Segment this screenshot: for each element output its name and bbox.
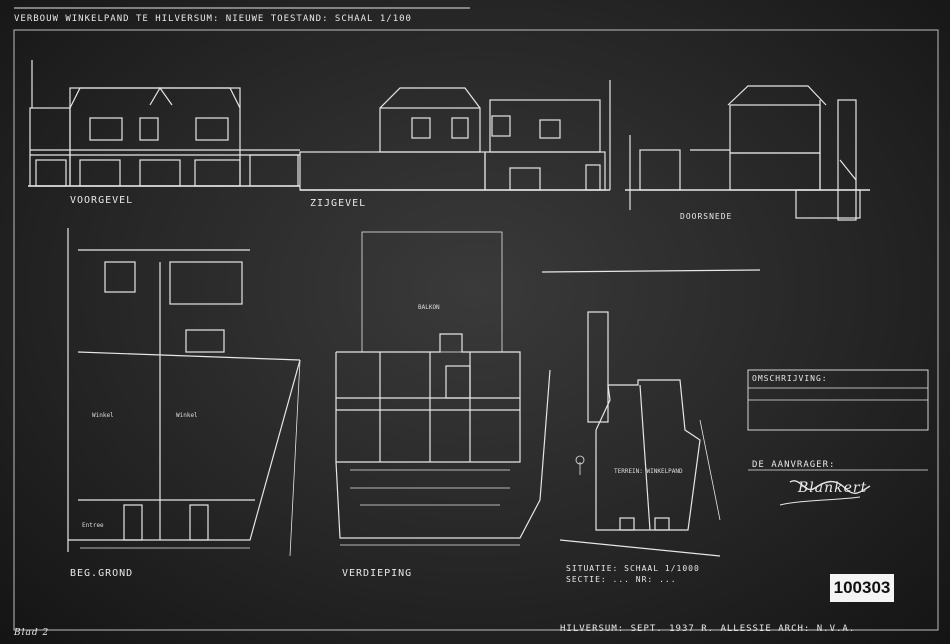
footer-text: HILVERSUM: SEPT. 1937 R. ALLESSIE ARCH: …	[560, 624, 856, 634]
room-winkel-left: Winkel	[92, 412, 114, 419]
label-voorgevel: VOORGEVEL	[70, 195, 134, 206]
front-elevation	[28, 60, 300, 187]
side-elevation	[299, 80, 611, 191]
omschrijving-label: OMSCHRIJVING:	[752, 374, 828, 383]
label-doorsnede: DOORSNEDE	[680, 212, 733, 221]
room-entree: Entree	[82, 522, 104, 529]
archive-stamp: 100303	[830, 574, 894, 602]
room-balkon: BALKON	[418, 304, 440, 311]
title-block	[747, 369, 929, 471]
label-verdieping: VERDIEPING	[342, 568, 413, 579]
aanvrager-label: DE AANVRAGER:	[752, 460, 836, 470]
room-winkel-right: Winkel	[176, 412, 198, 419]
upper-floor-plan	[335, 231, 551, 546]
signature-stroke	[789, 480, 871, 495]
label-zijgevel: ZIJGEVEL	[310, 198, 367, 209]
site-plan	[541, 269, 761, 557]
label-begane-grond: BEG.GROND	[70, 568, 134, 579]
label-sectie: SECTIE: ... NR: ...	[566, 575, 677, 584]
label-situatie: SITUATIE: SCHAAL 1/1000	[566, 564, 700, 573]
ground-floor-plan	[67, 228, 301, 557]
section-drawing	[625, 85, 870, 221]
room-terrein: TERREIN: WINKELPAND	[614, 468, 683, 475]
corner-note: Blad 2	[14, 628, 50, 638]
signature: Blankert	[798, 480, 868, 496]
sheet-title: VERBOUW WINKELPAND TE HILVERSUM: NIEUWE …	[14, 14, 412, 24]
